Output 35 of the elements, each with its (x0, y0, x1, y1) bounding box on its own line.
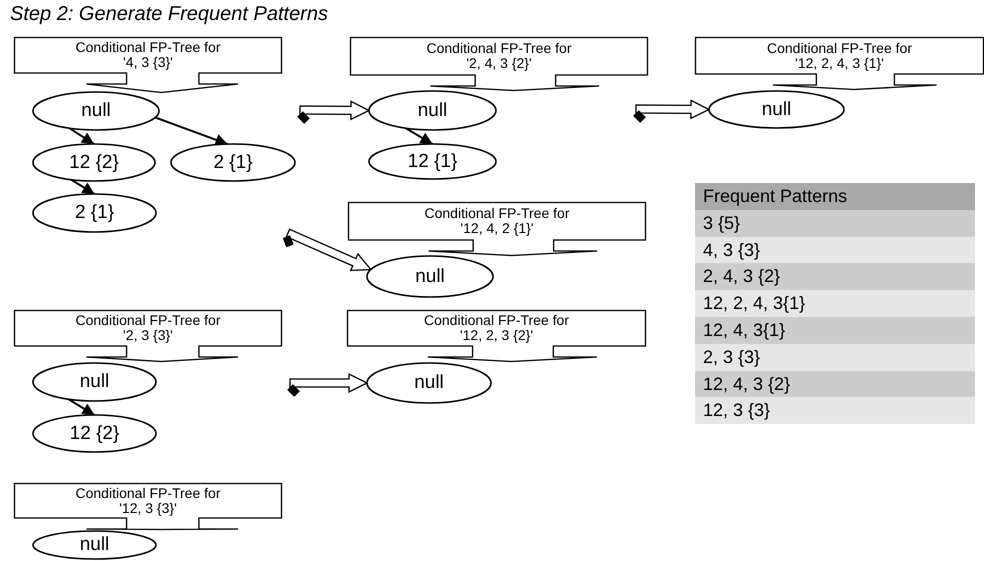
callout-box: Conditional FP-Tree for '4, 3 {3}' (14, 37, 282, 93)
tree-node-ellipse: null (32, 362, 157, 402)
arrow (405, 127, 433, 145)
tree-node-ellipse: null (366, 255, 494, 298)
table-cell: 12, 2, 4, 3{1} (695, 290, 975, 317)
arrow (70, 178, 96, 195)
tree-node-ellipse: 2 {1} (32, 193, 157, 233)
arrow (68, 127, 95, 145)
callout-box: Conditional FP-Tree for '2, 4, 3 {2}' (350, 37, 648, 91)
tree-node-ellipse: 2 {1} (170, 143, 296, 182)
tree-node-ellipse: 12 {1} (368, 143, 497, 180)
arrow (68, 398, 96, 416)
tree-node-ellipse: null (368, 90, 497, 131)
tree-node-ellipse: null (708, 90, 845, 129)
callout-box: Conditional FP-Tree for '12, 4, 2 {1}' (348, 202, 646, 256)
diagram-title: Step 2: Generate Frequent Patterns (10, 3, 328, 26)
tree-node-ellipse: 12 {2} (32, 414, 157, 453)
arrow (154, 116, 228, 146)
table-cell: 2, 4, 3 {2} (695, 263, 975, 290)
block-arrow (284, 228, 372, 272)
table-cell: 4, 3 {3} (695, 236, 975, 264)
table-cell: 12, 3 {3} (695, 397, 975, 424)
tree-node-ellipse: 12 {2} (32, 143, 156, 182)
tree-node-ellipse: null (366, 362, 492, 404)
table-cell: 12, 4, 3 {2} (695, 370, 975, 398)
callout-box: Conditional FP-Tree for '12, 3 {3}' (14, 483, 282, 530)
table-cell: 2, 3 {3} (695, 344, 975, 371)
tree-node-ellipse: null (32, 91, 160, 131)
tree-node-ellipse: null (32, 530, 157, 560)
callout-box: Conditional FP-Tree for '2, 3 {3}' (14, 310, 282, 362)
table-cell: 3 {5} (695, 210, 975, 237)
table-cell: 12, 4, 3{1} (695, 316, 975, 344)
table-header: Frequent Patterns (695, 183, 975, 210)
callout-box: Conditional FP-Tree for '12, 2, 3 {2}' (347, 310, 646, 362)
callout-box: Conditional FP-Tree for '12, 2, 4, 3 {1}' (695, 37, 984, 90)
